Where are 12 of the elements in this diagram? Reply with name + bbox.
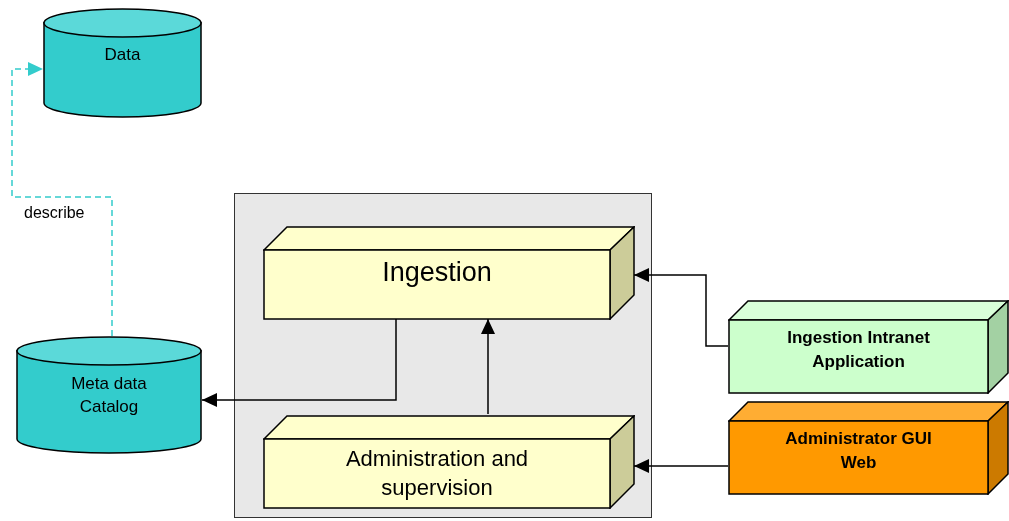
- arrow: [633, 268, 729, 347]
- arrow: [481, 318, 495, 415]
- node-label: Administrator GUI Web: [784, 428, 933, 474]
- arrow: [633, 459, 729, 473]
- arrow: [201, 318, 397, 407]
- node-label: Data: [104, 44, 141, 66]
- node-label: Meta data Catalog: [70, 373, 148, 418]
- arrow: [11, 62, 113, 337]
- node-label: Ingestion Intranet Application: [786, 327, 931, 373]
- node-label: Administration and supervision: [344, 445, 530, 502]
- node-label: Ingestion: [382, 256, 492, 289]
- container-box: [234, 193, 652, 518]
